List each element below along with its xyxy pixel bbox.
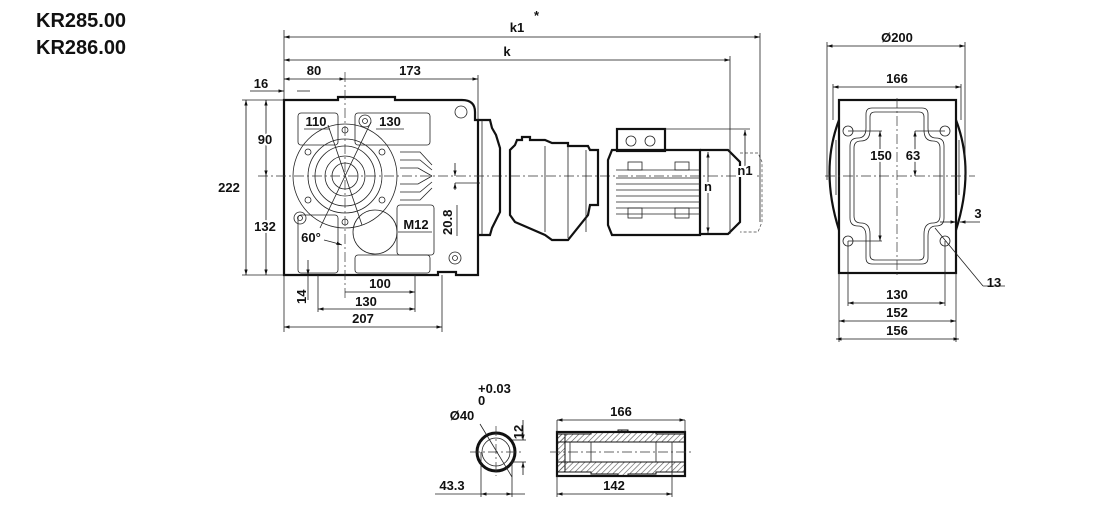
shaft-cross-section: 12 Ø40 +0.03 0 43.3 [435, 381, 526, 497]
dim-173: 173 [399, 63, 421, 78]
dim-207: 207 [352, 311, 374, 326]
dim-166-end: 166 [886, 71, 908, 86]
dim-k: k [503, 44, 511, 59]
dim-63: 63 [906, 148, 920, 163]
side-view-dimensions: k1 * k 80 173 16 222 90 132 110 130 60° [218, 8, 761, 332]
gearbox-side-view [258, 72, 760, 300]
dim-130-end: 130 [886, 287, 908, 302]
dim-100: 100 [369, 276, 391, 291]
dim-13: 13 [987, 275, 1001, 290]
dim-n1: n1 [737, 163, 752, 178]
dim-12: 12 [511, 425, 526, 439]
dim-130-top: 130 [379, 114, 401, 129]
dim-14: 14 [294, 289, 309, 304]
dim-80: 80 [307, 63, 321, 78]
end-view-dimensions: Ø200 166 150 63 3 13 130 152 156 [826, 30, 1005, 342]
dim-dia40: Ø40 [450, 408, 475, 423]
dim-222: 222 [218, 180, 240, 195]
dim-16: 16 [254, 76, 268, 91]
dim-142: 142 [603, 478, 625, 493]
dim-152: 152 [886, 305, 908, 320]
intermediate-stage [478, 118, 600, 242]
model-title-2: KR286.00 [36, 37, 127, 59]
dim-dia200: Ø200 [881, 30, 913, 45]
gearbox-end-view [825, 98, 975, 275]
dim-150: 150 [870, 148, 892, 163]
dim-angle-60: 60° [301, 230, 321, 245]
dim-90: 90 [258, 132, 272, 147]
shaft-longitudinal: 166 142 [550, 404, 692, 497]
dim-20-8: 20.8 [440, 210, 455, 235]
dim-tolerance-lower: 0 [478, 393, 485, 408]
dim-3: 3 [974, 206, 981, 221]
model-title-1: KR285.00 [36, 10, 127, 32]
dim-43-3: 43.3 [439, 478, 464, 493]
dim-n: n [704, 179, 712, 194]
dim-110: 110 [306, 114, 327, 129]
dim-166-shaft: 166 [610, 404, 632, 419]
dim-thread-m12: M12 [403, 217, 428, 232]
dim-132: 132 [254, 219, 276, 234]
dim-130-bottom: 130 [355, 294, 377, 309]
dim-tolerance-upper: +0.03 [478, 381, 511, 396]
dim-k1-asterisk: * [534, 8, 540, 23]
dim-k1: k1 [510, 20, 524, 35]
electric-motor [606, 127, 763, 237]
dim-156: 156 [886, 323, 908, 338]
